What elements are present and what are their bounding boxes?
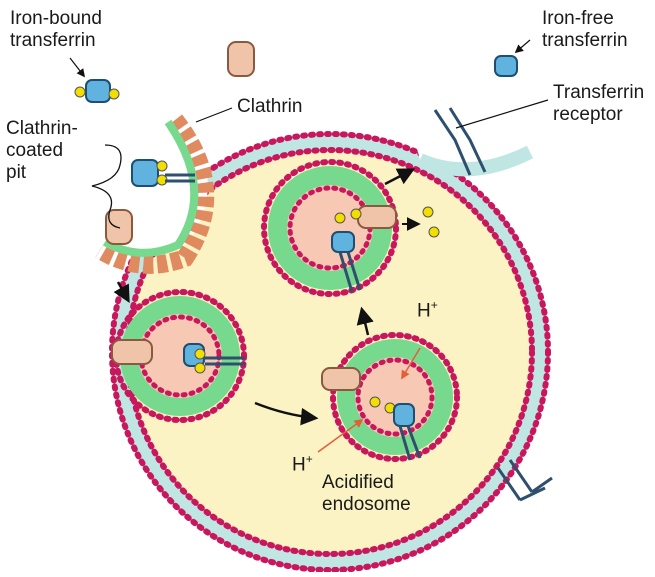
receptor-notch — [400, 70, 560, 175]
notch-opening — [400, 70, 560, 168]
proton-symbol: H — [417, 300, 431, 321]
leader-iron-free — [516, 40, 530, 52]
iron-bound-transferrin-in-pit — [132, 160, 158, 186]
iron-free-transferrin-icon — [495, 56, 517, 76]
label-proton-upper: H+ — [417, 294, 438, 322]
label-transferrin-receptor: Transferrin receptor — [553, 82, 644, 126]
iron-bound-transferrin-icon — [75, 80, 119, 102]
membrane-channel-pit — [106, 210, 132, 244]
released-iron — [423, 207, 433, 217]
label-iron-free-transferrin: Iron-free transferrin — [542, 8, 628, 52]
proton-symbol: H — [292, 454, 306, 475]
label-clathrin-coated-pit: Clathrin- coated pit — [6, 118, 78, 184]
vesicle-budded — [112, 292, 245, 420]
label-proton-lower: H+ — [292, 448, 313, 476]
released-iron — [429, 227, 439, 237]
proton-charge: + — [306, 452, 313, 466]
proton-charge: + — [431, 298, 438, 312]
leader-iron-bound — [70, 58, 84, 76]
membrane-channel-top — [228, 42, 254, 76]
leader-clathrin — [196, 108, 232, 122]
label-iron-bound-transferrin: Iron-bound transferrin — [10, 8, 102, 52]
label-clathrin: Clathrin — [237, 96, 302, 118]
iron-atom — [157, 161, 167, 171]
label-acidified-endosome: Acidified endosome — [322, 472, 411, 516]
